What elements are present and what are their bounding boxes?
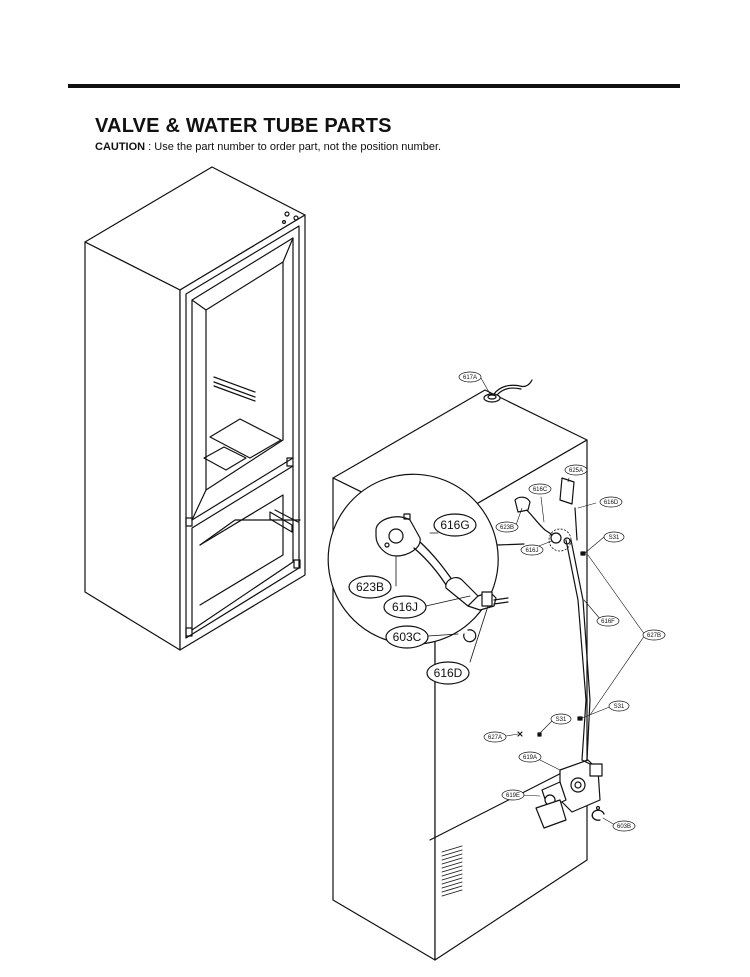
svg-text:625A: 625A — [569, 468, 583, 474]
caution-note: CAUTION : Use the part number to order p… — [95, 141, 441, 153]
callout-616G: 616G — [433, 513, 477, 537]
svg-text:603C: 603C — [393, 630, 422, 644]
callout-616D-detail: 616D — [426, 661, 470, 685]
svg-text:623B: 623B — [500, 525, 514, 531]
vent-grille — [441, 845, 463, 897]
callout-616C: 616C — [528, 483, 552, 495]
callout-616J-main: 616J — [520, 544, 544, 556]
svg-text:S31: S31 — [556, 717, 567, 723]
svg-text:616J: 616J — [392, 600, 418, 614]
svg-text:627A: 627A — [488, 735, 502, 741]
detail-leader-lines — [395, 532, 489, 663]
svg-text:616D: 616D — [434, 666, 463, 680]
callout-616J: 616J — [383, 595, 427, 619]
callout-S31-right: S31 — [608, 700, 630, 712]
svg-text:S31: S31 — [614, 704, 625, 710]
svg-text:616G: 616G — [440, 518, 469, 532]
water-valve-assembly — [535, 759, 603, 829]
svg-text:619E: 619E — [506, 793, 520, 799]
callout-S31-left: S31 — [550, 713, 572, 725]
callout-S31-top: S31 — [603, 531, 625, 543]
svg-text:603B: 603B — [617, 824, 631, 830]
callout-619E: 619E — [501, 789, 525, 801]
callout-616F: 616F — [596, 615, 620, 627]
callout-627B: 627B — [642, 629, 666, 641]
open-cabinet-illustration — [84, 166, 306, 651]
page-title: VALVE & WATER TUBE PARTS — [95, 115, 392, 137]
callout-623B: 623B — [348, 575, 392, 599]
svg-text:616C: 616C — [533, 487, 548, 493]
svg-text:623B: 623B — [356, 580, 384, 594]
callout-625A: 625A — [564, 464, 588, 476]
svg-text:616F: 616F — [601, 619, 615, 625]
callout-617A: 617A — [458, 371, 482, 383]
main-leader-lines — [480, 377, 646, 826]
svg-text:619A: 619A — [523, 755, 537, 761]
svg-text:616J: 616J — [525, 548, 538, 554]
callout-627A: 627A — [483, 731, 507, 743]
svg-text:616D: 616D — [604, 500, 619, 506]
callout-603B: 603B — [612, 820, 636, 832]
callout-619A: 619A — [518, 751, 542, 763]
svg-text:S31: S31 — [609, 535, 620, 541]
callout-603C: 603C — [385, 625, 429, 649]
callout-616D: 616D — [599, 496, 623, 508]
svg-text:617A: 617A — [463, 375, 477, 381]
caution-text: : Use the part number to order part, not… — [145, 141, 442, 153]
header-rule — [68, 84, 680, 88]
caution-label: CAUTION — [95, 141, 146, 153]
svg-text:627B: 627B — [647, 633, 661, 639]
callout-623B-main: 623B — [495, 521, 519, 533]
